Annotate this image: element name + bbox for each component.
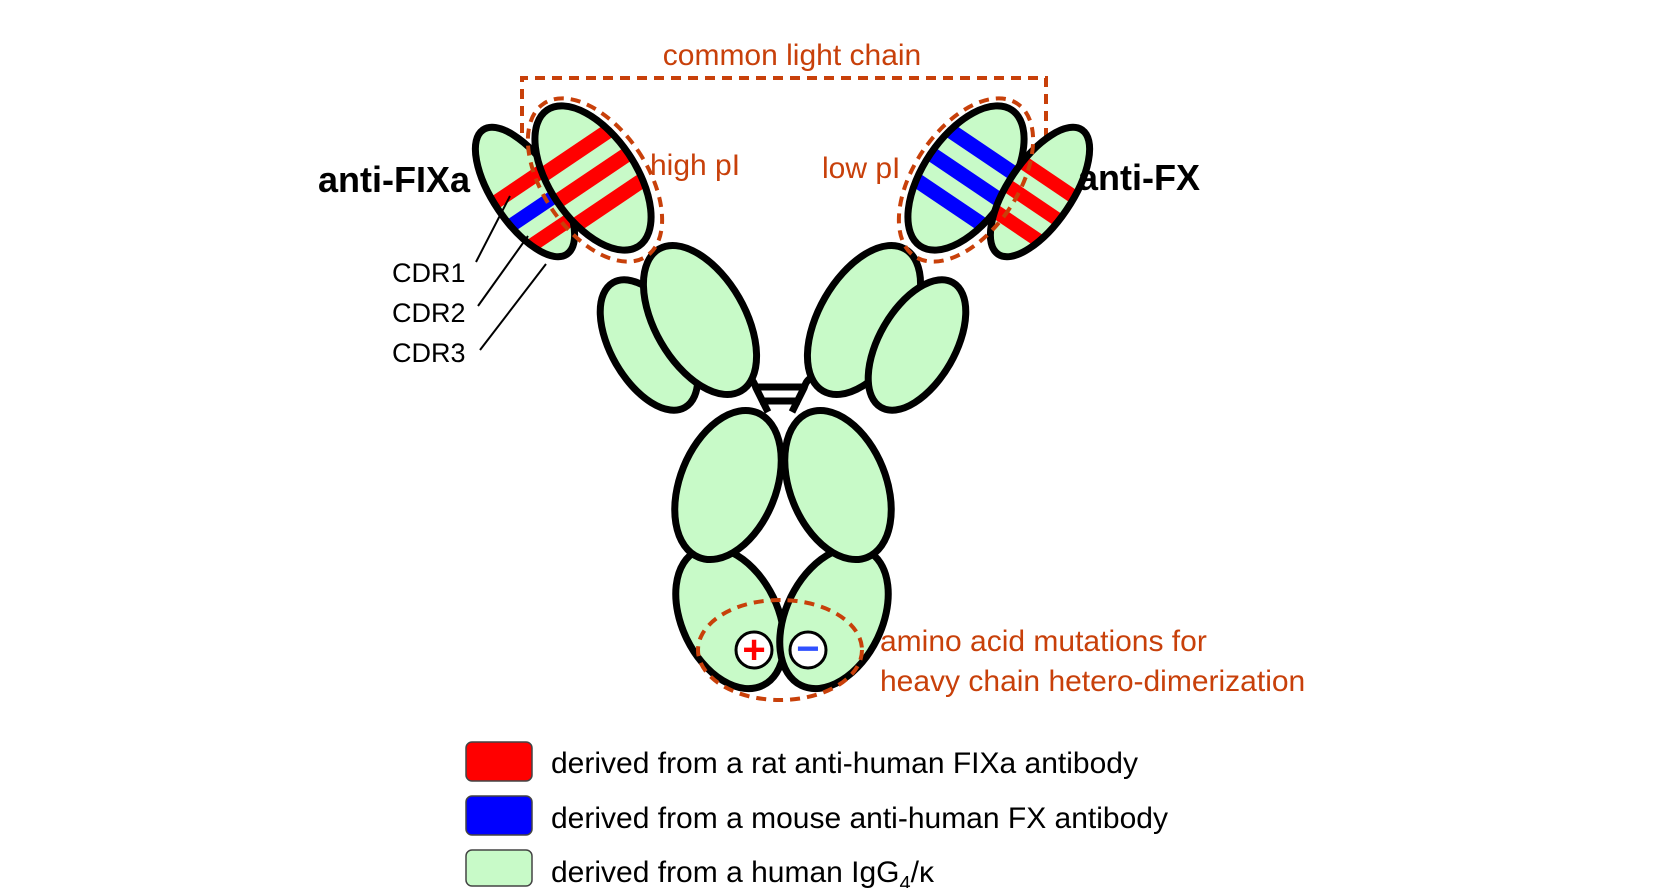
- legend-mouse-swatch: [465, 795, 533, 836]
- legend-mouse-text: derived from a mouse anti-human FX antib…: [551, 802, 1168, 835]
- mutation-highlight: [696, 598, 864, 702]
- legend: derived from a rat anti-human FIXa antib…: [465, 741, 1168, 888]
- anti-fx-label: anti-FX: [1078, 157, 1200, 198]
- legend-rat-swatch: [465, 741, 533, 782]
- common-light-chain-label: common light chain: [663, 39, 921, 72]
- legend-human-swatch: [465, 849, 533, 887]
- left-ch2-domain: [671, 406, 785, 564]
- cdr2-label: CDR2: [392, 298, 466, 328]
- mutations-label-line1: amino acid mutations for: [880, 625, 1207, 658]
- plus-sign: +: [742, 628, 765, 672]
- right-cl-domain: [864, 276, 970, 414]
- legend-human-subscript: 4: [900, 873, 911, 888]
- minus-mutation-circle: [788, 630, 828, 670]
- mutations-label-line2: heavy chain hetero-dimerization: [880, 665, 1305, 698]
- cdr3-leader: [479, 263, 547, 351]
- legend-human-text: derived from a human IgG4/κ: [551, 856, 935, 888]
- common-light-chain-bracket: [520, 76, 1048, 150]
- low-pi-label: low pI: [822, 152, 900, 185]
- plus-mutation-circle: [734, 630, 774, 670]
- legend-rat-text: derived from a rat anti-human FIXa antib…: [551, 747, 1138, 780]
- right-ch2-domain: [781, 406, 895, 564]
- left-inner-variable-domain: [511, 102, 675, 254]
- legend-human-suffix: /κ: [911, 856, 935, 888]
- cdr3-label: CDR3: [392, 338, 466, 368]
- cdr2-leader: [477, 235, 529, 307]
- cdr1-label: CDR1: [392, 258, 466, 288]
- cdr1-leader: [475, 195, 511, 263]
- high-pi-label: high pI: [650, 149, 740, 182]
- cdr-leader-lines: [475, 195, 547, 351]
- left-ch1-domain: [639, 242, 761, 398]
- low-pi-highlight: [896, 96, 1036, 264]
- legend-human-prefix: derived from a human IgG: [551, 856, 900, 888]
- minus-sign: −: [796, 627, 819, 671]
- anti-fixa-label: anti-FIXa: [318, 159, 471, 200]
- high-pi-highlight: [525, 96, 665, 264]
